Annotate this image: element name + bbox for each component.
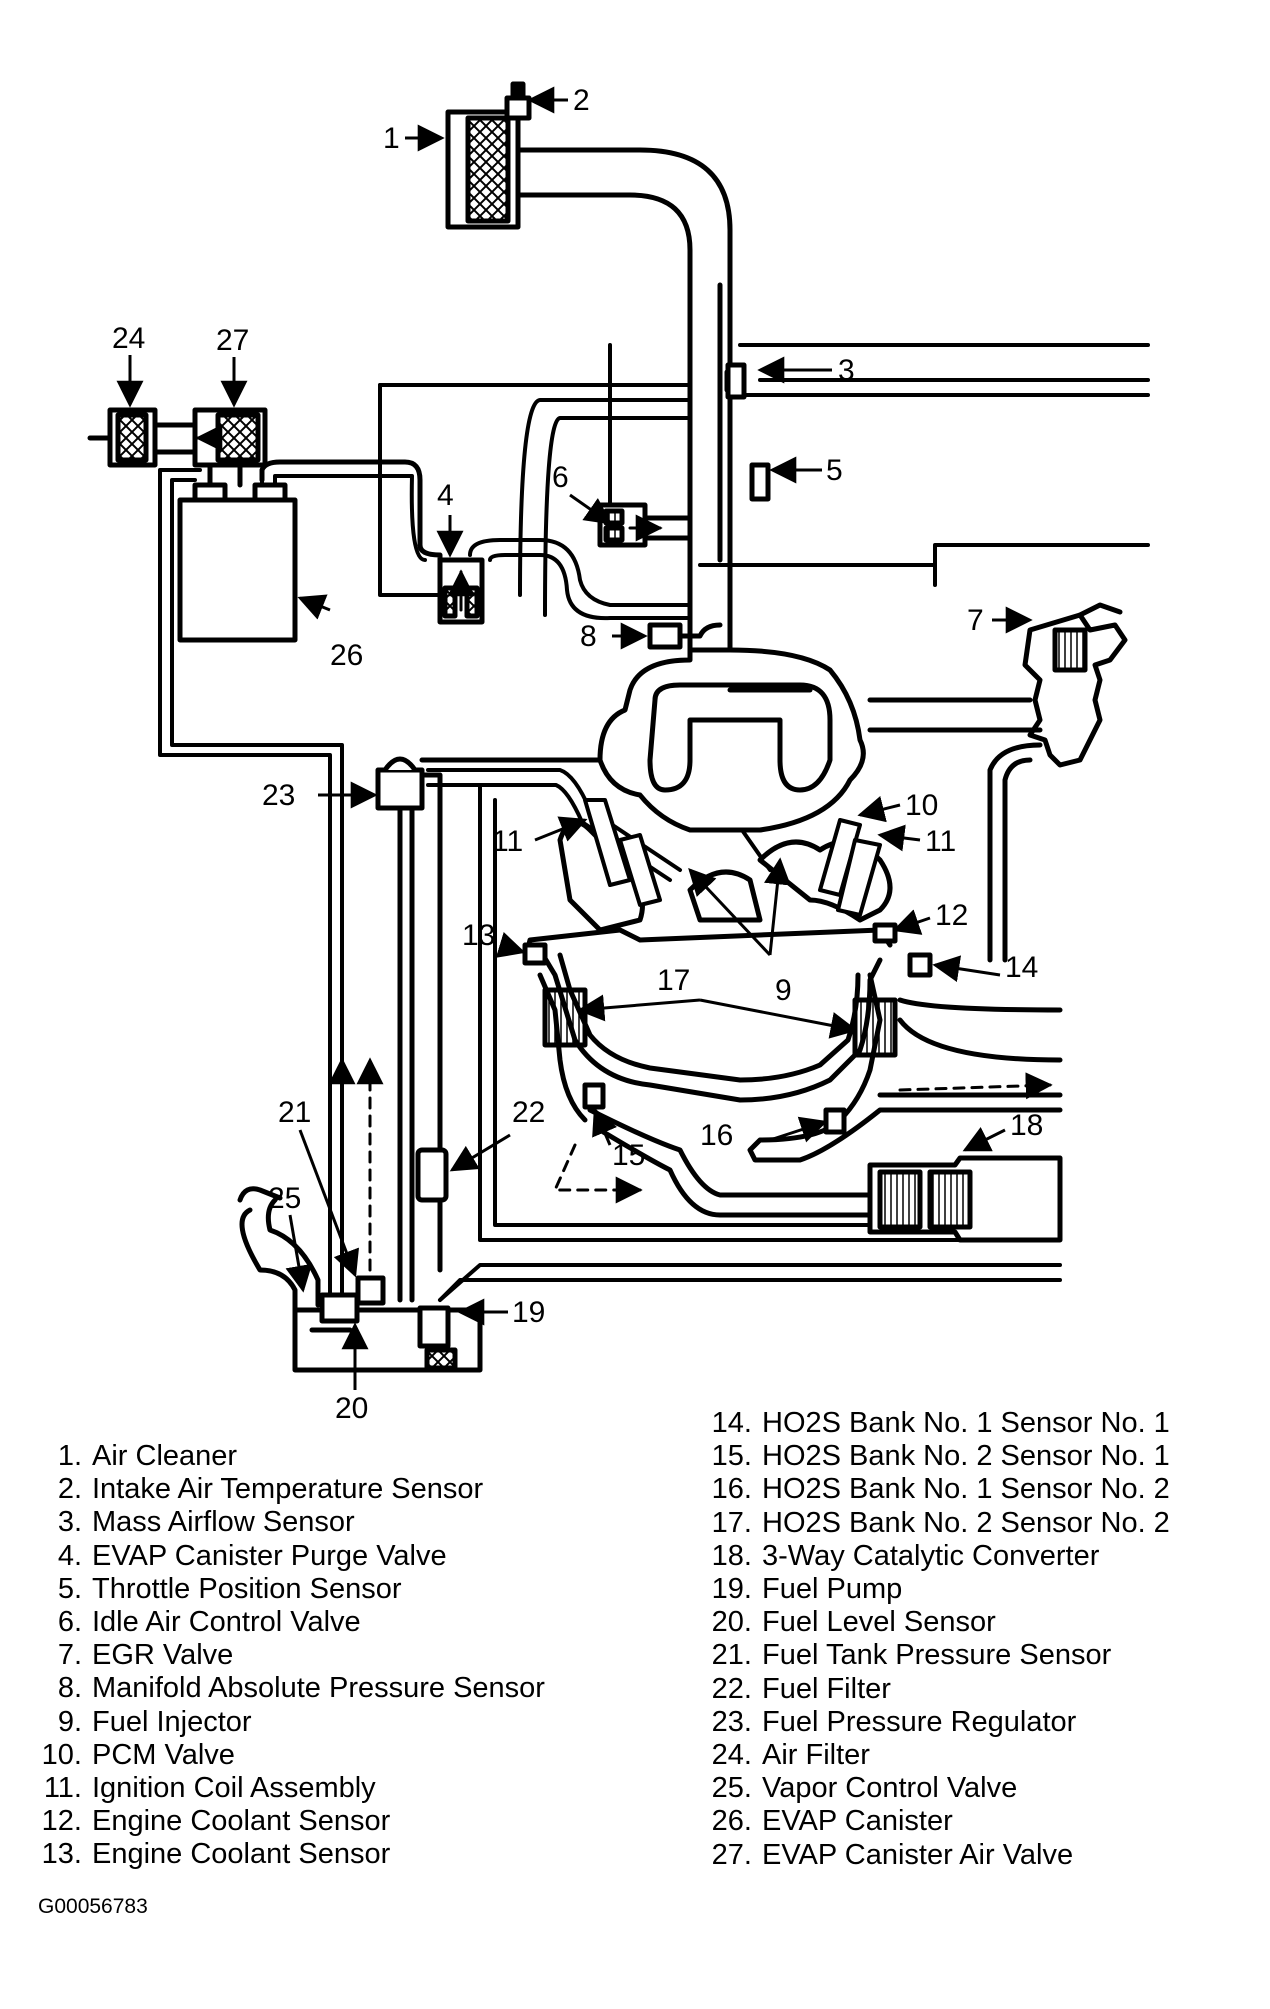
legend-item: 21.Fuel Tank Pressure Sensor: [711, 1639, 1112, 1672]
callout-4: 4: [437, 479, 454, 512]
ho2s-14: [907, 952, 933, 978]
callout-8: 8: [580, 620, 597, 653]
callout-13: 13: [462, 919, 495, 952]
fuel-filter: [415, 1147, 449, 1203]
legend-right: 14.HO2S Bank No. 1 Sensor No. 1 15.HO2S …: [700, 1407, 1170, 1872]
callout-5: 5: [826, 454, 843, 487]
throttle-position-sensor: [749, 462, 771, 502]
evap-canister-air-valve: [192, 407, 268, 468]
legend-item: 17.HO2S Bank No. 2 Sensor No. 2: [711, 1506, 1170, 1539]
legend-item: 13.Engine Coolant Sensor: [41, 1838, 391, 1871]
vacuum-hoses: [378, 383, 692, 621]
legend-item: 11.Ignition Coil Assembly: [43, 1772, 376, 1805]
figure-code: G00056783: [38, 1895, 148, 1918]
legend-item: 7.EGR Valve: [57, 1639, 234, 1672]
callout-10: 10: [905, 789, 938, 822]
callout-21: 21: [278, 1096, 311, 1129]
mass-airflow-sensor: [724, 362, 747, 400]
legend-item: 2.Intake Air Temperature Sensor: [57, 1473, 484, 1506]
callout-11-right: 11: [925, 825, 956, 858]
catalytic-converter: [867, 1155, 1063, 1243]
legend-item: 9.Fuel Injector: [57, 1705, 252, 1738]
callout-9: 9: [775, 974, 792, 1007]
legend-item: 6.Idle Air Control Valve: [57, 1606, 361, 1639]
legend-item: 18.3-Way Catalytic Converter: [711, 1539, 1100, 1572]
callout-6: 6: [552, 461, 569, 494]
callout-18: 18: [1010, 1109, 1043, 1142]
callout-12: 12: [935, 899, 968, 932]
evap-canister: [177, 462, 298, 643]
legend-item: 10.PCM Valve: [41, 1738, 235, 1771]
flow-arrows: [328, 1057, 1053, 1272]
legend-item: 1.Air Cleaner: [57, 1440, 238, 1472]
harness-lines: [608, 343, 1150, 587]
map-sensor: [647, 622, 723, 650]
legend-item: 23.Fuel Pressure Regulator: [711, 1705, 1077, 1738]
callout-labels: 1 2 3 4 5 6 7 8 9 10 11 11 12 13 14 15 1…: [112, 84, 1043, 1425]
callout-15: 15: [612, 1139, 645, 1172]
callout-16: 16: [700, 1119, 733, 1152]
vapor-lines: [158, 468, 344, 1302]
legend-item: 19.Fuel Pump: [711, 1573, 903, 1606]
coolant-sensor-13: [522, 942, 548, 966]
legend-item: 20.Fuel Level Sensor: [711, 1606, 996, 1639]
intake-plenum: [597, 647, 866, 833]
fuel-pressure-regulator: [375, 756, 608, 1303]
callout-14: 14: [1005, 951, 1038, 984]
callout-11-left: 11: [492, 825, 523, 858]
callout-2: 2: [573, 84, 590, 117]
callout-7: 7: [967, 604, 984, 637]
callout-20: 20: [335, 1392, 368, 1425]
coolant-sensor-12: [872, 922, 898, 944]
callout-22: 22: [512, 1096, 545, 1129]
legend-item: 26.EVAP Canister: [711, 1805, 953, 1838]
frame-lines: [438, 783, 1062, 1302]
legend-item: 16.HO2S Bank No. 1 Sensor No. 2: [711, 1473, 1170, 1506]
air-filter: [87, 407, 198, 468]
legend-item: 15.HO2S Bank No. 2 Sensor No. 1: [711, 1440, 1170, 1473]
legend-item: 14.HO2S Bank No. 1 Sensor No. 1: [711, 1407, 1170, 1439]
ho2s-16: [823, 1107, 847, 1135]
callout-23: 23: [262, 779, 295, 812]
air-cleaner: [445, 109, 521, 230]
ignition-coil-right: [818, 818, 882, 917]
idle-air-control-valve: [597, 447, 693, 548]
legend-item: 12.Engine Coolant Sensor: [41, 1805, 391, 1838]
legend-item: 4.EVAP Canister Purge Valve: [57, 1539, 447, 1572]
callout-1: 1: [383, 122, 400, 155]
callout-25: 25: [268, 1182, 301, 1215]
legend-item: 25.Vapor Control Valve: [711, 1772, 1018, 1805]
intake-duct: [515, 147, 733, 653]
ignition-coil-left: [583, 798, 662, 907]
ho2s-15: [582, 1082, 606, 1110]
fuel-tank: [237, 1186, 483, 1373]
exhaust-manifolds: [522, 927, 898, 1123]
callout-19: 19: [512, 1296, 545, 1329]
legend-item: 27.EVAP Canister Air Valve: [711, 1838, 1074, 1871]
egr-valve: [867, 602, 1128, 963]
engine-system-diagram: 1 2 3 4 5 6 7 8 9 10 11 11 12 13 14 15 1…: [87, 81, 1150, 1425]
legend-item: 8.Manifold Absolute Pressure Sensor: [57, 1672, 545, 1705]
callout-24: 24: [112, 322, 145, 355]
legend-item: 3.Mass Airflow Sensor: [57, 1506, 355, 1539]
legend-item: 22.Fuel Filter: [711, 1672, 891, 1705]
legend-left: 1.Air Cleaner 2.Intake Air Temperature S…: [30, 1440, 545, 1872]
legend-item: 24.Air Filter: [711, 1739, 870, 1772]
callout-27: 27: [216, 324, 249, 357]
callout-26: 26: [330, 639, 363, 672]
evap-canister-purge-valve: [437, 557, 485, 625]
callout-17: 17: [657, 964, 690, 997]
callouts: [116, 86, 1033, 1390]
legend-item: 5.Throttle Position Sensor: [57, 1572, 402, 1605]
callout-3: 3: [838, 354, 855, 387]
